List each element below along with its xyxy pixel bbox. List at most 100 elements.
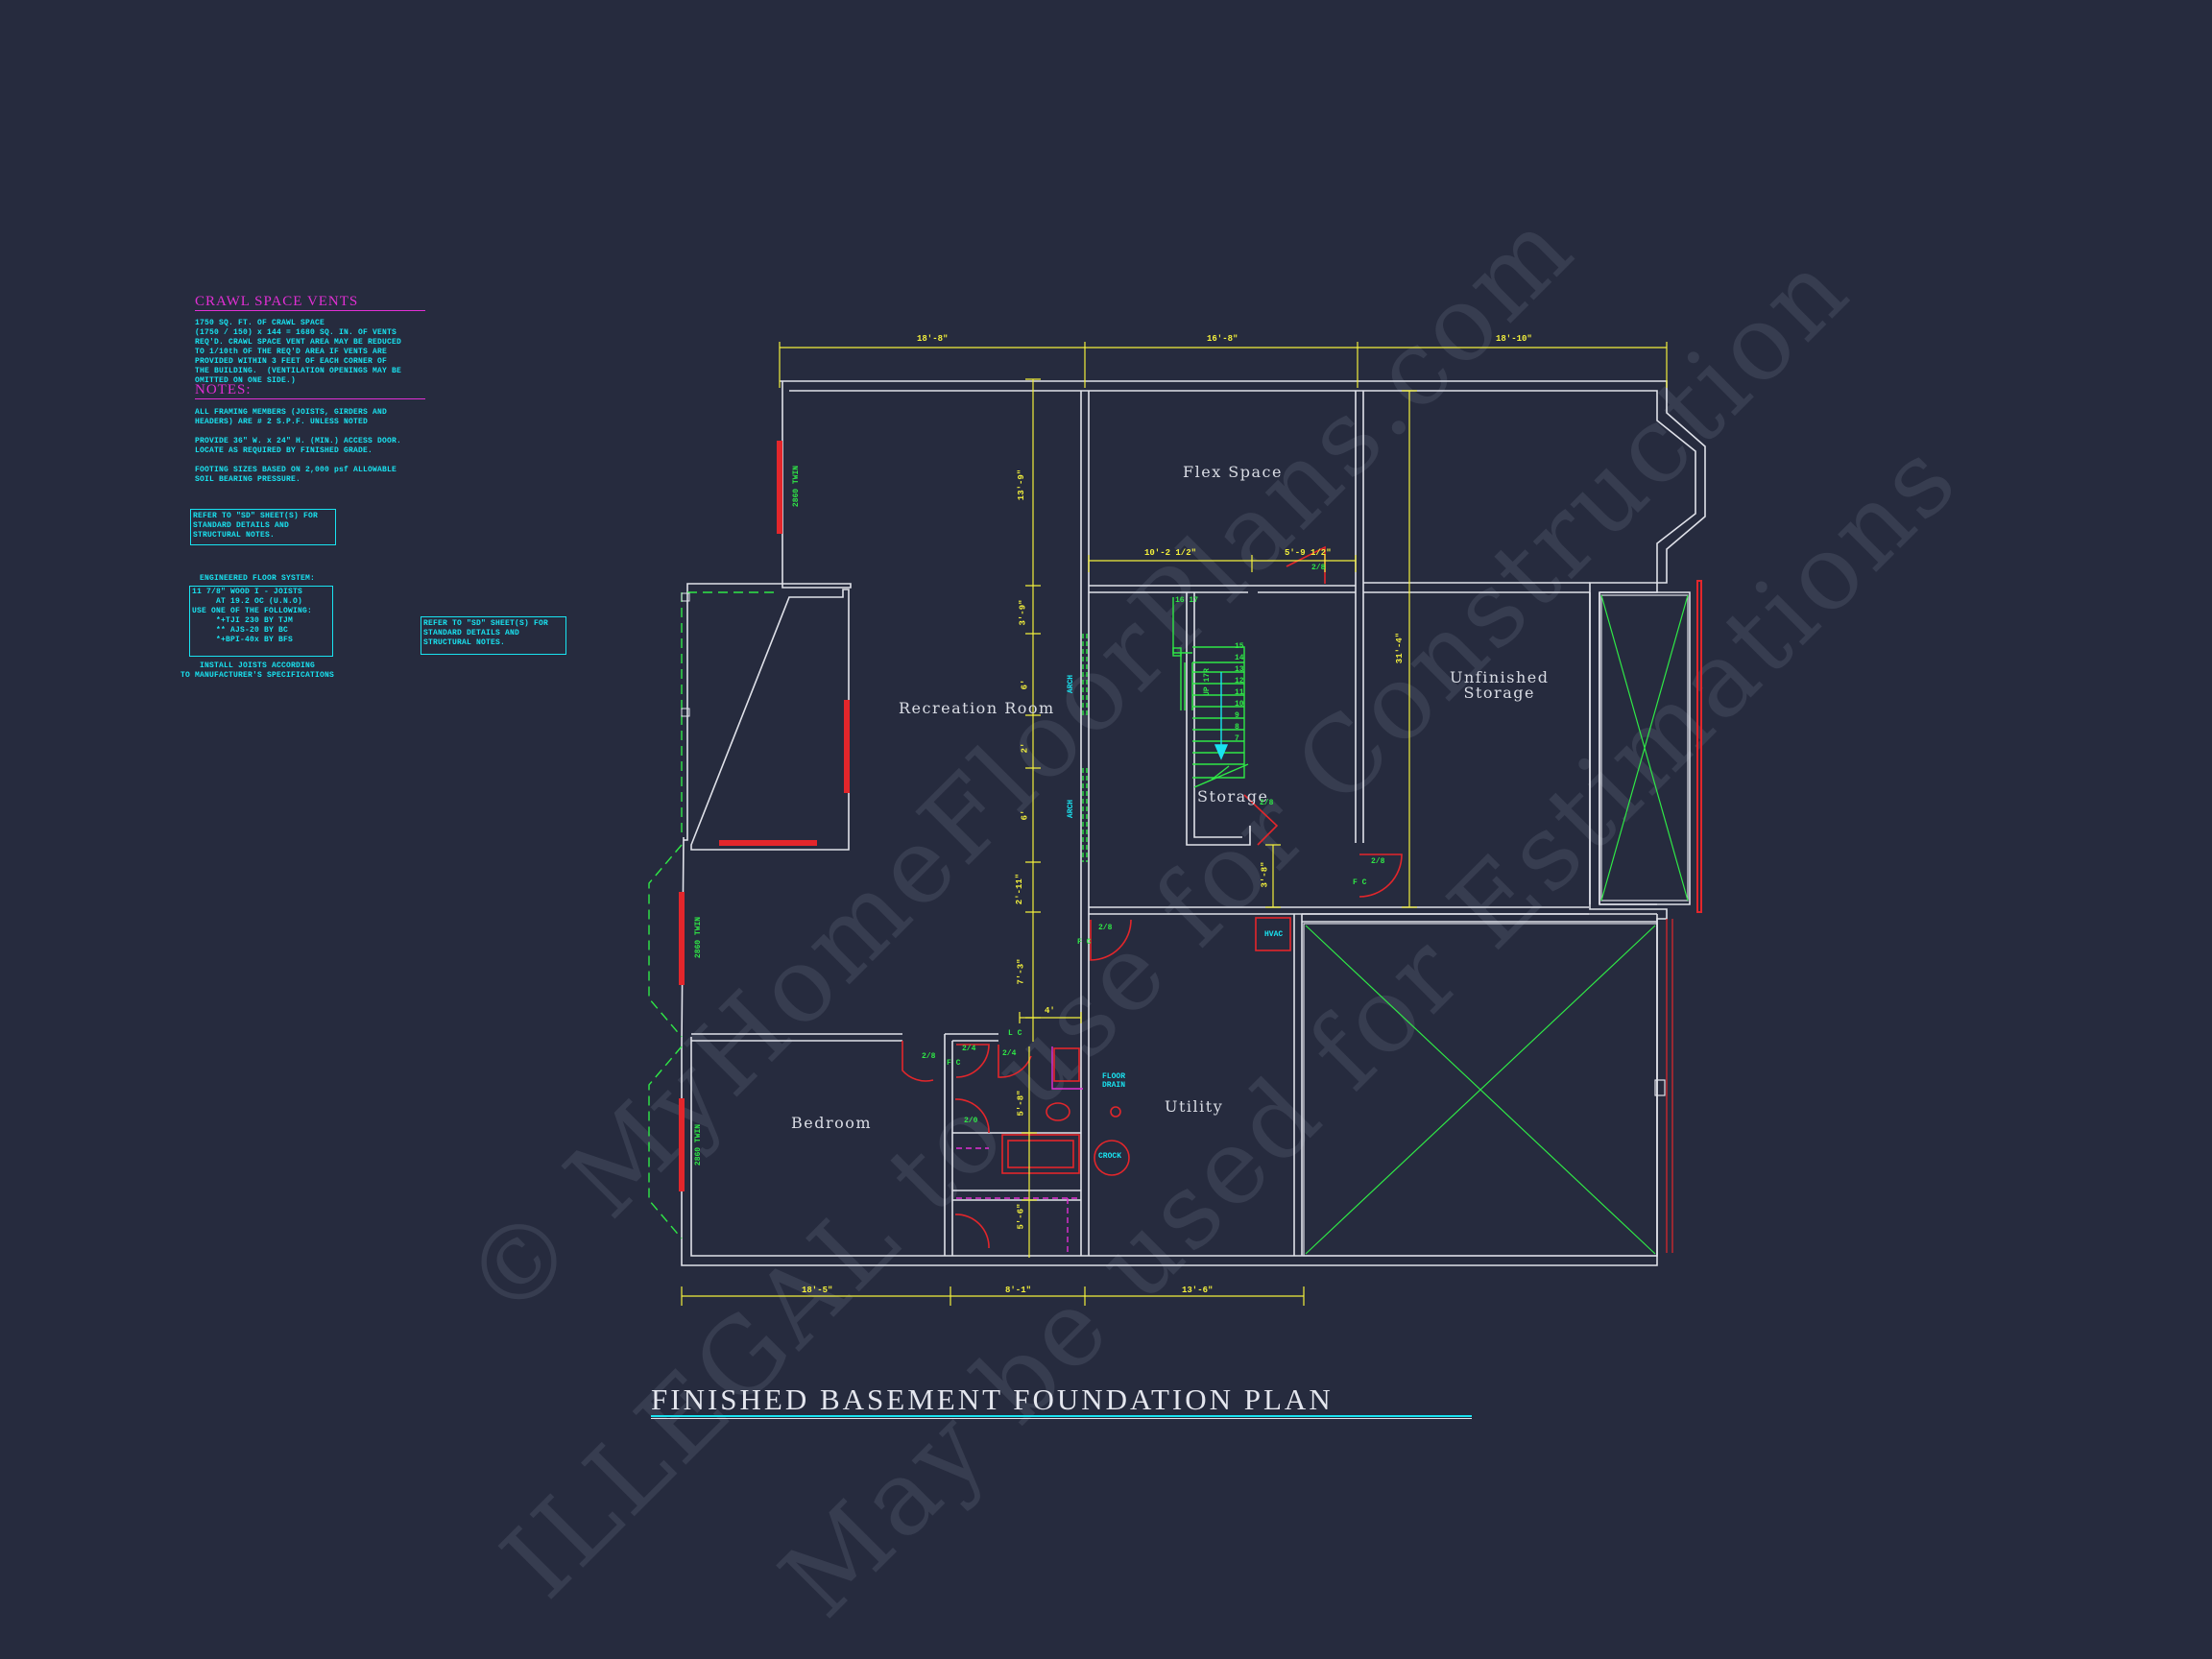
stair-number: 14 bbox=[1235, 654, 1244, 662]
interior-wall-storage-left bbox=[1080, 592, 1090, 914]
dim-top-3: 18'-10" bbox=[1496, 334, 1532, 344]
label-hvac: HVAC bbox=[1264, 930, 1284, 939]
stair-number: 9 bbox=[1235, 711, 1239, 720]
floor-drain-circle bbox=[1110, 1106, 1121, 1118]
label-floor-drain: FLOOR DRAIN bbox=[1102, 1072, 1126, 1090]
dim-flex-width-2: 5'-9 1/2" bbox=[1285, 548, 1332, 558]
floor-system-footer: INSTALL JOISTS ACCORDING TO MANUFACTURER… bbox=[180, 661, 335, 680]
dim-bottom-1: 18'-5" bbox=[802, 1286, 833, 1295]
note-framing: ALL FRAMING MEMBERS (JOISTS, GIRDERS AND… bbox=[195, 408, 388, 426]
crawl-space-heading-rule bbox=[195, 310, 425, 311]
dim-hall-4: 4' bbox=[1045, 1006, 1055, 1016]
dim-top-1: 18'-8" bbox=[917, 334, 949, 344]
window-bedroom-1 bbox=[679, 892, 685, 985]
stair-number: 8 bbox=[1235, 723, 1239, 732]
label-crock: CROCK bbox=[1098, 1152, 1122, 1161]
dim-v-7-3: 7'-3" bbox=[1016, 958, 1026, 985]
door-storage bbox=[1243, 794, 1279, 846]
room-recreation: Recreation Room bbox=[899, 699, 1055, 717]
note-access-door: PROVIDE 36" W. x 24" H. (MIN.) ACCESS DO… bbox=[195, 437, 402, 455]
label-door-fc: 2/8 bbox=[1371, 857, 1385, 866]
open-to-below bbox=[1305, 594, 1689, 1255]
dim-flex-width-1: 10'-2 1/2" bbox=[1144, 548, 1197, 558]
room-utility: Utility bbox=[1165, 1097, 1224, 1116]
door-bedroom bbox=[902, 1041, 934, 1082]
room-bedroom: Bedroom bbox=[791, 1114, 873, 1132]
floor-system-box bbox=[189, 586, 333, 657]
label-stair-top: 16 17 bbox=[1175, 596, 1199, 605]
garage-side-wall bbox=[1654, 919, 1673, 1253]
windows bbox=[679, 441, 1702, 1191]
label-door-storage: 2/8 bbox=[1260, 799, 1274, 807]
refer-box-1 bbox=[190, 509, 336, 545]
room-flex-space: Flex Space bbox=[1183, 463, 1283, 481]
window-recreation bbox=[844, 700, 850, 793]
door-bath-3 bbox=[954, 1098, 990, 1134]
deck-outline bbox=[648, 591, 774, 1239]
floor-system-heading: ENGINEERED FLOOR SYSTEM: bbox=[200, 574, 316, 583]
plan-title-rule-2 bbox=[651, 1418, 1472, 1419]
dim-v-5-8: 5'-8" bbox=[1016, 1090, 1026, 1117]
exterior-wall-outer bbox=[681, 380, 1706, 1266]
deck-posts bbox=[681, 592, 690, 717]
interior-wall-bedroom-top bbox=[691, 1033, 902, 1042]
interior-wall-unfinished-closet bbox=[1589, 591, 1691, 905]
label-fc-1: F C bbox=[1353, 878, 1367, 887]
note-footing: FOOTING SIZES BASED ON 2,000 psf ALLOWAB… bbox=[195, 466, 397, 484]
garage-frame bbox=[1303, 923, 1658, 1257]
tub-inner bbox=[1007, 1140, 1074, 1168]
crock-circle bbox=[1094, 1140, 1130, 1176]
plan-title-rule bbox=[651, 1415, 1472, 1417]
refer-box-1-text: REFER TO "SD" SHEET(S) FOR STANDARD DETA… bbox=[193, 512, 319, 540]
stair-number: 13 bbox=[1235, 665, 1244, 674]
dim-v-31-4: 31'-4" bbox=[1395, 632, 1406, 664]
stair-number: 12 bbox=[1235, 677, 1244, 685]
interior-wall-storage-bottom bbox=[1089, 906, 1589, 915]
dim-v-13-9: 13'-9" bbox=[1017, 469, 1027, 501]
notes-heading: NOTES: bbox=[195, 382, 252, 397]
dim-top-2: 16'-8" bbox=[1207, 334, 1238, 344]
stair-number: 11 bbox=[1235, 688, 1244, 697]
stair-number: 10 bbox=[1235, 700, 1244, 709]
dimension-lines bbox=[681, 342, 1668, 1306]
toilet bbox=[1046, 1102, 1070, 1121]
tub bbox=[1001, 1134, 1080, 1174]
crawl-space-text: 1750 SQ. FT. OF CRAWL SPACE (1750 / 150)… bbox=[195, 319, 402, 385]
dim-v-6a: 6' bbox=[1020, 679, 1030, 690]
label-window-bed-2: 2860 TWIN bbox=[694, 1123, 704, 1166]
stair-arrow bbox=[1214, 672, 1229, 760]
label-stair-up: UP 17R bbox=[1202, 668, 1212, 696]
dim-v-3-9: 3'-9" bbox=[1018, 599, 1028, 626]
label-door-flex-closet: 2/8 bbox=[1311, 564, 1326, 572]
label-fc-2: F C bbox=[1077, 938, 1092, 947]
door-storage-fc bbox=[1358, 854, 1403, 898]
stairs bbox=[1172, 597, 1249, 788]
door-closet bbox=[954, 1214, 990, 1249]
interior-wall-storage-right bbox=[1355, 391, 1364, 843]
plan-title: FINISHED BASEMENT FOUNDATION PLAN bbox=[651, 1382, 1334, 1416]
refer-box-2-text: REFER TO "SD" SHEET(S) FOR STANDARD DETA… bbox=[423, 619, 549, 647]
walls bbox=[681, 380, 1706, 1266]
dim-v-3-8: 3'-8" bbox=[1260, 861, 1270, 888]
label-lc: L C bbox=[1008, 1029, 1022, 1038]
interior-wall-flex-bottom bbox=[1089, 585, 1356, 593]
label-arch-1: ARCH bbox=[1067, 674, 1076, 694]
label-door-hall: 2/8 bbox=[1098, 924, 1113, 932]
stair-number: 7 bbox=[1235, 734, 1239, 743]
door-hall bbox=[1090, 919, 1132, 961]
arch-openings bbox=[1082, 634, 1088, 862]
refer-box-2 bbox=[421, 616, 566, 655]
label-fc-3: F C bbox=[947, 1059, 961, 1068]
crawl-space-heading: CRAWL SPACE VENTS bbox=[195, 294, 359, 309]
doors bbox=[902, 545, 1403, 1249]
hvac-box bbox=[1255, 917, 1291, 951]
dim-bottom-2: 8'-1" bbox=[1005, 1286, 1032, 1295]
interior-wall-flex bbox=[1080, 391, 1090, 592]
dim-v-2-11: 2'-11" bbox=[1015, 873, 1025, 905]
window-rec-bottom bbox=[719, 840, 817, 846]
room-storage: Storage bbox=[1197, 787, 1269, 805]
label-window-bed-1: 2860 TWIN bbox=[694, 916, 704, 959]
label-door-bath-1: 2/4 bbox=[962, 1045, 976, 1053]
interior-wall-utility bbox=[1293, 914, 1303, 1256]
